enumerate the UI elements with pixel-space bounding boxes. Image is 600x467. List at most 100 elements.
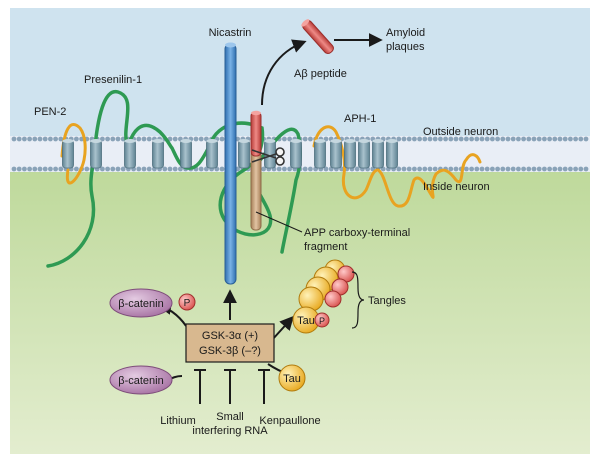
lipid-head [417, 166, 422, 172]
lipid-head [48, 136, 53, 142]
pen-2-label: PEN-2 [34, 106, 66, 118]
abeta-peptide [301, 19, 334, 55]
lipid-head [412, 136, 417, 142]
sirna-label-line2: interfering RNA [192, 425, 268, 437]
lipid-head [287, 166, 292, 172]
lipid-head [11, 136, 17, 142]
transmembrane-helix [344, 139, 356, 169]
transmembrane-helix [290, 139, 302, 169]
lipid-head [401, 166, 407, 172]
tau-bottom-label: Tau [283, 373, 301, 385]
lipid-head [484, 166, 490, 172]
lipid-head [552, 166, 558, 172]
gsk-3-box [185, 323, 275, 363]
extracellular-space [10, 8, 590, 154]
lipid-head [552, 136, 558, 142]
lipid-head [573, 136, 578, 142]
lipid-head [406, 166, 412, 172]
lipid-head [583, 136, 589, 142]
lipid-head [453, 166, 459, 172]
tangles-brace [351, 271, 365, 329]
transmembrane-helix [62, 139, 74, 169]
app-carboxy-terminal-fragment [250, 110, 262, 231]
lipid-head [458, 136, 464, 142]
transmembrane-helix [358, 139, 370, 169]
lipid-head [505, 136, 511, 142]
lipid-head [432, 166, 438, 172]
transmembrane-helix [180, 139, 192, 169]
lipid-head [500, 166, 506, 172]
lipid-head [536, 136, 542, 142]
lipid-head [469, 136, 474, 142]
lipid-head [547, 166, 552, 172]
lipid-head [58, 136, 64, 142]
inside-neuron-label: Inside neuron [423, 181, 490, 193]
lipid-head [573, 166, 578, 172]
lipid-head [193, 136, 199, 142]
lipid-head [557, 136, 563, 142]
beta-catenin-phosphorylated [109, 288, 173, 318]
helix-cap [358, 139, 370, 143]
lipid-head [583, 166, 589, 172]
aph-1-protein [312, 125, 482, 208]
lipid-head [261, 166, 266, 172]
presenilin-label: Presenilin-1 [84, 74, 142, 86]
helix-cap [264, 139, 276, 143]
lipid-head [474, 136, 480, 142]
lipid-head [495, 136, 500, 142]
lipid-head [354, 136, 360, 142]
lipid-head [557, 166, 563, 172]
phosphate-badge-label: P [184, 298, 191, 309]
lipid-head [11, 166, 17, 172]
helix-cap [386, 139, 398, 143]
transmembrane-helix [152, 139, 164, 169]
lipid-head [32, 136, 38, 142]
lipid-head [172, 166, 178, 172]
lipid-head [136, 166, 142, 172]
lipid-head [453, 136, 459, 142]
lipid-head [505, 166, 511, 172]
lipid-head [42, 166, 48, 172]
nicastrin-protein [224, 42, 237, 285]
lipid-head [282, 136, 287, 142]
lipid-head [105, 136, 110, 142]
lipid-head [27, 136, 32, 142]
app-fragment-label-line2: fragment [304, 241, 347, 253]
lipid-head [417, 136, 422, 142]
kenpaullone-label: Kenpaullone [259, 415, 320, 427]
lipid-head [490, 166, 495, 172]
lipid-head [136, 136, 142, 142]
lipid-head [531, 166, 537, 172]
app-fragment-leader-line [255, 211, 303, 233]
transmembrane-helix [124, 139, 136, 169]
lipid-head [16, 136, 22, 142]
lipid-head [495, 166, 500, 172]
lipid-head [547, 136, 552, 142]
lipid-head [22, 136, 27, 142]
lipid-head [27, 166, 32, 172]
tau-free [278, 364, 306, 392]
lipid-head [100, 166, 105, 172]
outside-neuron-label: Outside neuron [423, 126, 498, 138]
lipid-head [302, 166, 308, 172]
transmembrane-helix [206, 139, 218, 169]
tau-top-label: Tau [297, 315, 315, 327]
helix-cap [90, 139, 102, 143]
lipid-head [469, 166, 474, 172]
lipid-head [146, 166, 152, 172]
lipid-head [479, 136, 485, 142]
app-fragment-label-line1: APP carboxy-terminal [304, 227, 410, 239]
amyloid-label-line2: plaques [386, 41, 425, 53]
lipid-head [302, 136, 308, 142]
lipid-head [438, 136, 443, 142]
lipid-head [37, 136, 43, 142]
lipid-head [474, 166, 480, 172]
lipid-head [308, 166, 313, 172]
lipid-head [53, 136, 58, 142]
lipid-head [422, 136, 428, 142]
lipid-head [141, 136, 147, 142]
lipid-head [396, 166, 402, 172]
lipid-head [578, 136, 584, 142]
scissors-icon [251, 147, 285, 166]
lipid-head [479, 166, 485, 172]
